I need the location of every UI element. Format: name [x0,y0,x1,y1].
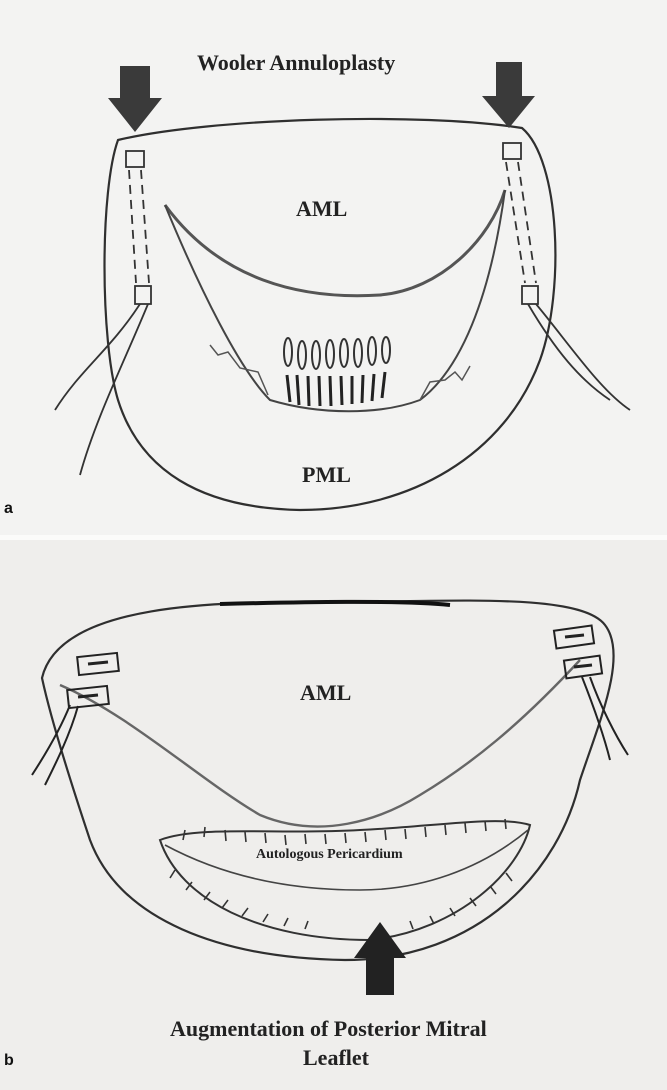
pml-edge [165,190,505,411]
left-suture [55,151,151,475]
panel-a-pml-label: PML [302,462,351,488]
panel-a: Wooler Annuloplasty AML PML a [0,0,667,535]
mitral-annulus-outline-b [42,601,614,960]
panel-a-letter: a [4,500,13,518]
chordae-loops [284,337,390,369]
pericardium-label: Autologous Pericardium [256,847,403,863]
patch-sutures-bottom [170,870,512,929]
panel-a-drawing [0,0,667,535]
anterior-rim-b [220,602,450,605]
panel-a-aml-label: AML [296,196,347,222]
mitral-annulus-outline [105,119,556,510]
panel-b-letter: b [4,1052,14,1070]
right-pledgets-b [554,625,628,760]
chordae-lines [287,372,385,406]
panel-b-aml-label: AML [300,680,351,706]
panel-b: AML Autologous Pericardium Augmentation … [0,540,667,1090]
panel-b-drawing [0,540,667,1090]
left-pledgets-b [32,653,119,785]
caption-line-2: Leaflet [303,1045,369,1071]
right-suture [503,143,630,410]
panel-a-title: Wooler Annuloplasty [197,50,395,76]
caption-line-1: Augmentation of Posterior Mitral [170,1016,487,1042]
arrow-left [108,66,162,132]
arrow-right [482,62,535,128]
